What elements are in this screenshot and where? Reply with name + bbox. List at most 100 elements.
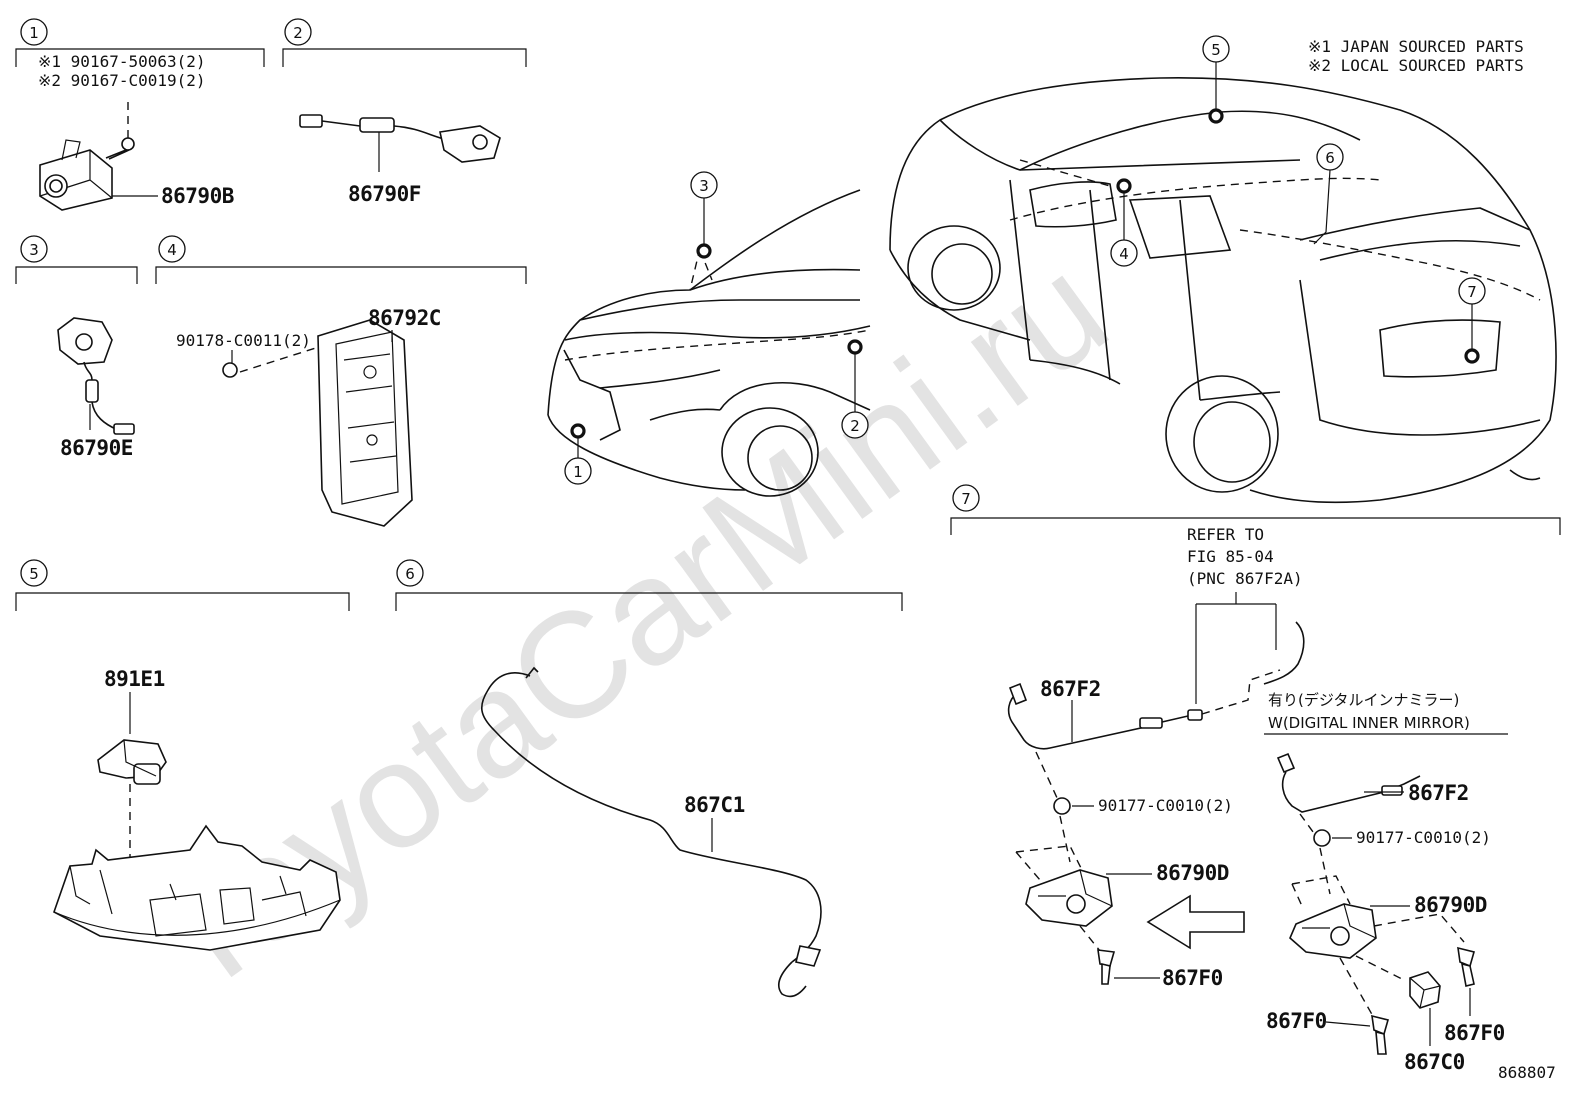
section-2-bracket [282,48,527,67]
part-867F0-right: 867F0 [1444,1021,1505,1045]
plug-guide [1355,955,1405,981]
section-4-number: 4 [167,241,177,259]
legend-local: ※2 LOCAL SOURCED PARTS [1308,56,1524,75]
section-7: 7 REFER TO FIG 85-04 (PNC 867F2A) 867F2 … [950,484,1561,1074]
clip-left-icon [1053,797,1071,815]
pin-left-icon [1097,949,1116,985]
rear-camera-harness-right-icon [1276,752,1421,813]
grille-camera-icon [57,317,135,435]
refer-line-2: FIG 85-04 [1187,547,1274,566]
part-867C1: 867C1 [684,793,745,817]
part-867F2-left: 867F2 [1040,677,1101,701]
callout-1: 1 [573,463,583,481]
part-867F0-lower: 867F0 [1266,1009,1327,1033]
section-3-badge [20,235,48,263]
front-camera-icon [39,139,113,211]
section-3: 3 86790E [15,235,138,460]
camera-guide-left [1015,815,1085,881]
callout-dot-2 [847,339,863,355]
section-1: 1 ※1 90167-50063(2) ※2 90167-C0019(2) 86… [15,18,265,211]
side-camera-harness-icon [299,114,501,163]
clip-guide-left [1035,751,1059,801]
section-3-bracket [15,266,138,284]
bolt-note-2: ※2 90167-C0019(2) [38,71,206,90]
part-86790B: 86790B [161,184,234,208]
rear-camera-left-icon [1025,869,1113,927]
section-7-number: 7 [961,490,971,508]
part-90178-C0011: 90178-C0011(2) [176,331,311,350]
callout-dot-7 [1464,348,1480,364]
part-867F0-left: 867F0 [1162,966,1223,990]
part-86790F: 86790F [348,182,421,206]
part-86790E: 86790E [60,436,133,460]
part-86790D-left: 86790D [1156,861,1229,885]
section-4-badge [158,235,186,263]
nut-guide [239,345,323,373]
clip-guide-right [1299,813,1317,837]
pin-guide-right [1373,913,1465,943]
section-6: 6 867C1 [395,559,903,998]
bolt-icon [105,96,135,160]
section-4: 4 90178-C0011(2) 86792C [155,235,527,527]
pin-guide-lower [1339,957,1375,1019]
part-86792C: 86792C [368,306,441,330]
variant-label-ja: 有り(デジタルインナミラー) [1268,691,1459,709]
callout-2: 2 [850,417,860,435]
camera-plug-icon [1409,971,1441,1009]
section-2-number: 2 [293,24,303,42]
pin-right-icon [1457,946,1475,987]
callout-dot-4 [1116,178,1132,194]
clip-right-icon [1313,829,1331,847]
section-5-number: 5 [29,565,39,583]
section-2: 2 86790F [282,18,527,206]
legend: ※1 JAPAN SOURCED PARTS ※2 LOCAL SOURCED … [1308,37,1524,75]
section-2-badge [284,18,312,46]
callout-4: 4 [1119,245,1129,263]
section-6-badge [396,559,424,587]
callout-dot-5 [1208,108,1224,124]
part-86790D-right: 86790D [1414,893,1487,917]
refer-line-3: (PNC 867F2A) [1187,569,1303,588]
inner-mirror-camera-icon [97,739,167,785]
refer-bracket [1195,592,1277,704]
part-90177-left: 90177-C0010(2) [1098,796,1233,815]
leader-867F0-lower [1325,1021,1371,1027]
rear-camera-right-icon [1289,903,1377,959]
section-7-bracket [950,517,1561,535]
overhead-console-icon [53,824,341,951]
legend-japan: ※1 JAPAN SOURCED PARTS [1308,37,1524,56]
part-90177-right: 90177-C0010(2) [1356,828,1491,847]
nut-icon [222,362,238,378]
refer-line-1: REFER TO [1187,525,1264,544]
section-7-badge [952,484,980,512]
part-867C0: 867C0 [1404,1050,1465,1074]
diagram-code: 868807 [1498,1063,1556,1082]
callout-6: 6 [1325,149,1335,167]
front-car-view: 3 2 1 [547,171,871,497]
part-867F2-right: 867F2 [1408,781,1469,805]
section-1-bracket [15,48,265,67]
section-1-number: 1 [29,24,39,42]
callout-dot-1 [570,423,586,439]
camera-guide-right [1291,847,1351,907]
roof-harness-icon [481,666,822,998]
callout-dot-3 [696,243,712,259]
replacement-arrow-icon [1146,894,1245,950]
section-1-badge [20,18,48,46]
callout-5: 5 [1211,41,1221,59]
section-5-badge [20,559,48,587]
variant-label-en: W(DIGITAL INNER MIRROR) [1268,714,1470,732]
ecu-module-icon [317,319,413,527]
rear-camera-harness-left-icon [1007,621,1305,750]
rear-car-view: 5 6 4 7 [889,35,1557,504]
section-6-number: 6 [405,565,415,583]
callout-3: 3 [699,177,709,195]
bolt-note-1: ※1 90167-50063(2) [38,52,206,71]
callout-7: 7 [1467,283,1477,301]
section-5-bracket [15,592,350,611]
section-3-number: 3 [29,241,39,259]
section-6-bracket [395,592,903,611]
section-5: 5 891E1 [15,559,350,951]
part-891E1: 891E1 [104,667,165,691]
